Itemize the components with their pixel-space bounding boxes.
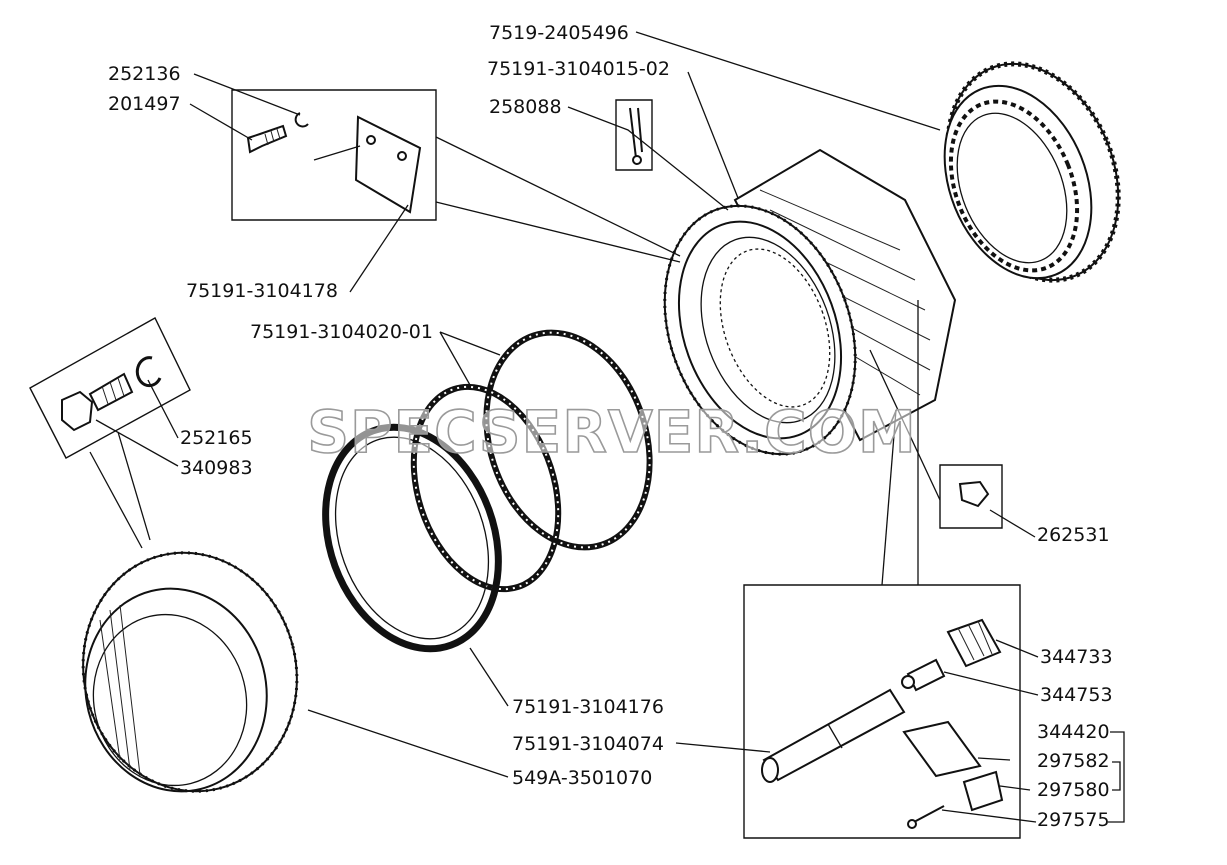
inset-plate-group: [231, 89, 437, 221]
label-258088: 258088: [489, 96, 562, 118]
label-7519-2405496: 7519-2405496: [489, 22, 629, 44]
label-344733: 344733: [1040, 646, 1113, 668]
inset-bolt-group: [29, 317, 191, 459]
spring-rings: [322, 329, 653, 653]
leader-lines: [89, 31, 1125, 823]
label-297575: 297575: [1037, 809, 1110, 831]
label-75191-3104020-01: 75191-3104020-01: [250, 321, 433, 343]
label-549A-3501070: 549A-3501070: [512, 767, 652, 789]
hub-housing-75191-3104015-02: [663, 148, 957, 456]
brake-drum-549A-3501070: [81, 551, 299, 793]
label-344753: 344753: [1040, 684, 1113, 706]
label-252136: 252136: [108, 63, 181, 85]
label-344420: 344420: [1037, 721, 1110, 743]
label-75191-3104178: 75191-3104178: [186, 280, 338, 302]
label-75191-3104015-02: 75191-3104015-02: [487, 58, 670, 80]
label-75191-3104176: 75191-3104176: [512, 696, 664, 718]
label-340983: 340983: [180, 457, 253, 479]
inset-screw-group: [939, 464, 1003, 529]
label-252165: 252165: [180, 427, 253, 449]
label-297582: 297582: [1037, 750, 1110, 772]
inset-pin-group: [615, 99, 653, 171]
label-262531: 262531: [1037, 524, 1110, 546]
label-297580: 297580: [1037, 779, 1110, 801]
label-75191-3104074: 75191-3104074: [512, 733, 664, 755]
inset-adjuster-group: [743, 584, 1021, 839]
part-labels: 7519-2405496 75191-3104015-02 258088 252…: [108, 22, 1113, 831]
watermark: SPECSERVER.COM: [307, 398, 916, 466]
label-201497: 201497: [108, 93, 181, 115]
ring-gear-7519-2405496: [943, 61, 1121, 283]
